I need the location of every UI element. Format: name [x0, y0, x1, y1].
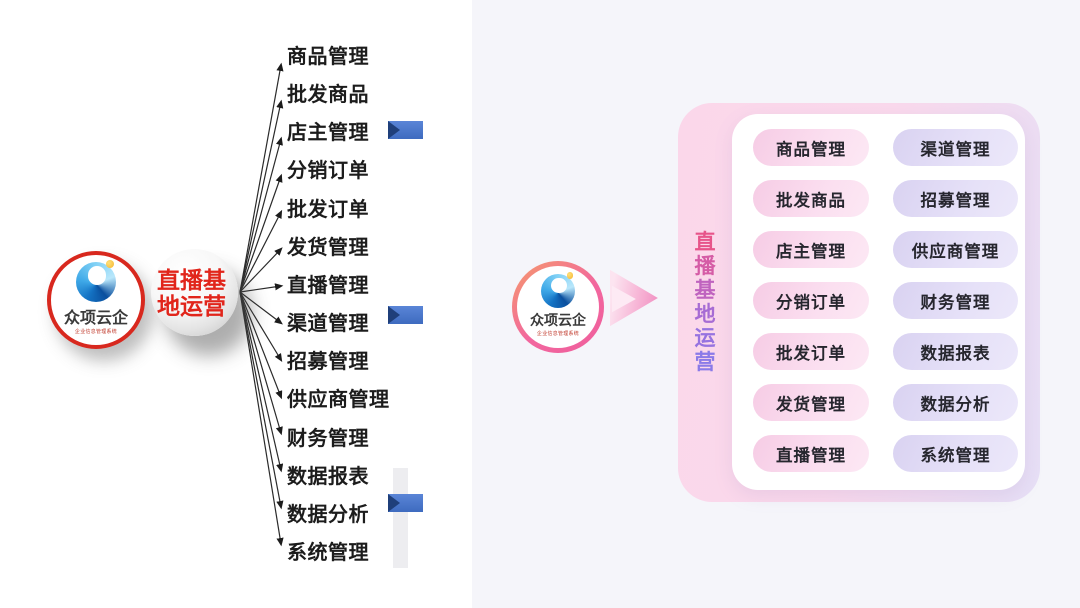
- title-char: 播: [694, 254, 716, 278]
- company-logo-redesign: 众项云企 企业信息管理系统: [512, 261, 604, 353]
- title-char: 运: [694, 326, 716, 350]
- company-name: 众项云企: [530, 313, 586, 329]
- feature-pill: 批发商品: [753, 180, 869, 217]
- feature-card: 商品管理 批发商品 店主管理 分销订单 批发订单 发货管理 直播管理 渠道管理 …: [732, 114, 1025, 490]
- flag-marker-icon: [388, 306, 423, 324]
- root-node: 直播基 地运营: [151, 249, 238, 336]
- flag-marker-icon: [388, 121, 423, 139]
- feature-pill: 供应商管理: [893, 231, 1018, 268]
- mindmap-item: 数据分析: [287, 504, 369, 526]
- mindmap-item: 系统管理: [287, 542, 369, 564]
- feature-pill: 数据分析: [893, 384, 1018, 421]
- feature-column-left: 商品管理 批发商品 店主管理 分销订单 批发订单 发货管理 直播管理: [753, 129, 869, 490]
- root-node-label-line2: 地运营: [157, 292, 226, 319]
- mindmap-item: 直播管理: [287, 275, 369, 297]
- feature-pill: 商品管理: [753, 129, 869, 166]
- feature-pill: 发货管理: [753, 384, 869, 421]
- mindmap-item: 招募管理: [287, 351, 369, 373]
- feature-pill: 数据报表: [893, 333, 1018, 370]
- feature-pill: 招募管理: [893, 180, 1018, 217]
- company-swirl-icon: [76, 260, 116, 302]
- feature-pill: 分销订单: [753, 282, 869, 319]
- mindmap-item: 数据报表: [287, 466, 369, 488]
- company-tagline: 企业信息管理系统: [536, 330, 580, 336]
- company-tagline: 企业信息管理系统: [74, 328, 118, 334]
- mindmap-item: 发货管理: [287, 237, 369, 259]
- flag-marker-icon: [388, 494, 423, 512]
- company-logo-original: 众项云企 企业信息管理系统: [47, 251, 145, 349]
- title-char: 地: [694, 302, 716, 326]
- root-node-label-line1: 直播基: [157, 266, 226, 293]
- scroll-artifact-strip: [393, 468, 408, 568]
- title-char: 直: [694, 230, 716, 254]
- feature-pill: 渠道管理: [893, 129, 1018, 166]
- mindmap-item: 财务管理: [287, 428, 369, 450]
- feature-pill: 财务管理: [893, 282, 1018, 319]
- mindmap-item: 批发订单: [287, 199, 369, 221]
- company-swirl-icon: [541, 272, 575, 308]
- feature-pill: 直播管理: [753, 435, 869, 472]
- connector-arrows: [239, 62, 284, 547]
- feature-pill: 店主管理: [753, 231, 869, 268]
- feature-pill: 批发订单: [753, 333, 869, 370]
- mindmap-item: 商品管理: [287, 46, 369, 68]
- mindmap-item: 批发商品: [287, 84, 369, 106]
- feature-pill: 系统管理: [893, 435, 1018, 472]
- company-name: 众项云企: [63, 309, 128, 327]
- title-char: 基: [694, 278, 716, 302]
- mindmap-item: 渠道管理: [287, 313, 369, 335]
- mindmap-item: 店主管理: [287, 122, 369, 144]
- feature-column-right: 渠道管理 招募管理 供应商管理 财务管理 数据报表 数据分析 系统管理: [893, 129, 1018, 490]
- redesign-vertical-title: 直 播 基 地 运 营: [678, 103, 732, 502]
- mindmap-item: 分销订单: [287, 160, 369, 182]
- title-char: 营: [694, 350, 716, 374]
- mindmap-item: 供应商管理: [287, 389, 390, 411]
